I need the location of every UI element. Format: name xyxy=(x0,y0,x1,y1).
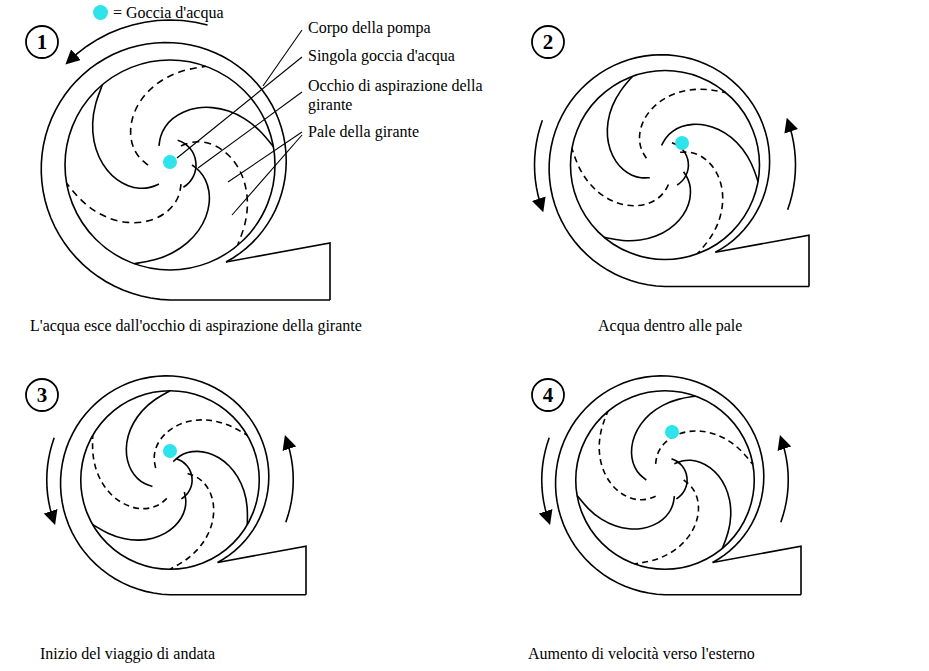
legend-text: = Goccia d'acqua xyxy=(113,3,224,22)
rotation-arrow xyxy=(535,120,543,209)
leader-line xyxy=(263,30,302,86)
callout-number: 1 xyxy=(26,26,58,58)
leader-line xyxy=(228,132,302,182)
rotation-arrow xyxy=(542,438,549,522)
pump-casing xyxy=(556,376,801,595)
impeller-blade xyxy=(577,495,674,529)
water-drop xyxy=(665,425,679,439)
impeller-blade xyxy=(173,451,247,524)
impeller-blade xyxy=(93,492,186,540)
rotation-arrow xyxy=(67,20,207,62)
impeller-blade xyxy=(604,172,690,241)
impeller-blade xyxy=(131,66,206,165)
leader-line xyxy=(232,135,302,215)
discharge-nozzle xyxy=(218,546,306,594)
callout-number: 3 xyxy=(26,379,58,411)
impeller-blade xyxy=(632,396,696,480)
number-circle xyxy=(26,379,58,411)
number-circle xyxy=(532,379,564,411)
impeller-eye xyxy=(672,459,688,499)
pump-4 xyxy=(542,376,801,595)
impeller-rim xyxy=(65,60,275,270)
discharge-nozzle xyxy=(226,243,330,300)
impeller-blade xyxy=(607,76,650,178)
impeller-blade xyxy=(680,152,723,254)
impeller-blade xyxy=(126,391,170,487)
callout-number: 2 xyxy=(532,26,564,58)
impeller-blade xyxy=(67,183,181,222)
impeller-blade xyxy=(181,142,247,246)
panel-caption: Aumento di velocità verso l'esterno xyxy=(528,644,755,663)
pump-casing xyxy=(61,376,306,595)
part-name: Singola goccia d'acqua xyxy=(306,46,457,65)
panel-caption: L'acqua esce dall'occhio di aspirazione … xyxy=(30,316,362,335)
impeller-blade xyxy=(154,420,247,468)
rotation-arrow xyxy=(781,438,788,522)
discharge-nozzle xyxy=(713,546,801,594)
discharge-nozzle xyxy=(715,235,809,286)
impeller-rim xyxy=(81,391,260,570)
leader-line xyxy=(198,92,302,168)
impeller-blade xyxy=(572,149,669,206)
water-drop xyxy=(163,444,177,458)
pump-2 xyxy=(535,55,810,287)
rotation-arrow xyxy=(47,438,54,522)
water-drop xyxy=(163,155,177,169)
callout-number: 4 xyxy=(532,379,564,411)
impeller-rim xyxy=(571,71,760,260)
panel-caption: Acqua dentro alle pale xyxy=(598,316,742,335)
legend-swatch xyxy=(93,5,108,20)
panel-caption: Inizio del viaggio di andata xyxy=(40,644,215,663)
impeller-blade xyxy=(599,412,655,500)
impeller-blade xyxy=(170,474,214,570)
pump-casing xyxy=(549,55,809,287)
pump-3 xyxy=(47,376,306,595)
rotation-arrow xyxy=(286,438,293,522)
pump-1 xyxy=(41,20,330,300)
impeller-blade xyxy=(134,165,209,264)
impeller-blade xyxy=(639,89,725,158)
rotation-arrow xyxy=(788,120,796,209)
part-name: Pale della girante xyxy=(306,122,421,141)
impeller-eye xyxy=(178,140,196,187)
part-name: Corpo della pompa xyxy=(306,18,433,37)
pump-casing xyxy=(41,42,330,300)
impeller-blade xyxy=(93,435,167,508)
impeller-blade xyxy=(674,460,730,548)
impeller-blade xyxy=(662,124,759,181)
water-drop xyxy=(675,136,689,150)
number-circle xyxy=(532,26,564,58)
impeller-blade xyxy=(93,85,159,189)
impeller-blade xyxy=(634,480,698,564)
part-name: Occhio di aspirazione della girante xyxy=(306,76,485,114)
impeller-rim xyxy=(576,391,755,570)
leader-line xyxy=(177,57,302,158)
impeller-blade xyxy=(159,107,273,146)
number-circle xyxy=(26,26,58,58)
